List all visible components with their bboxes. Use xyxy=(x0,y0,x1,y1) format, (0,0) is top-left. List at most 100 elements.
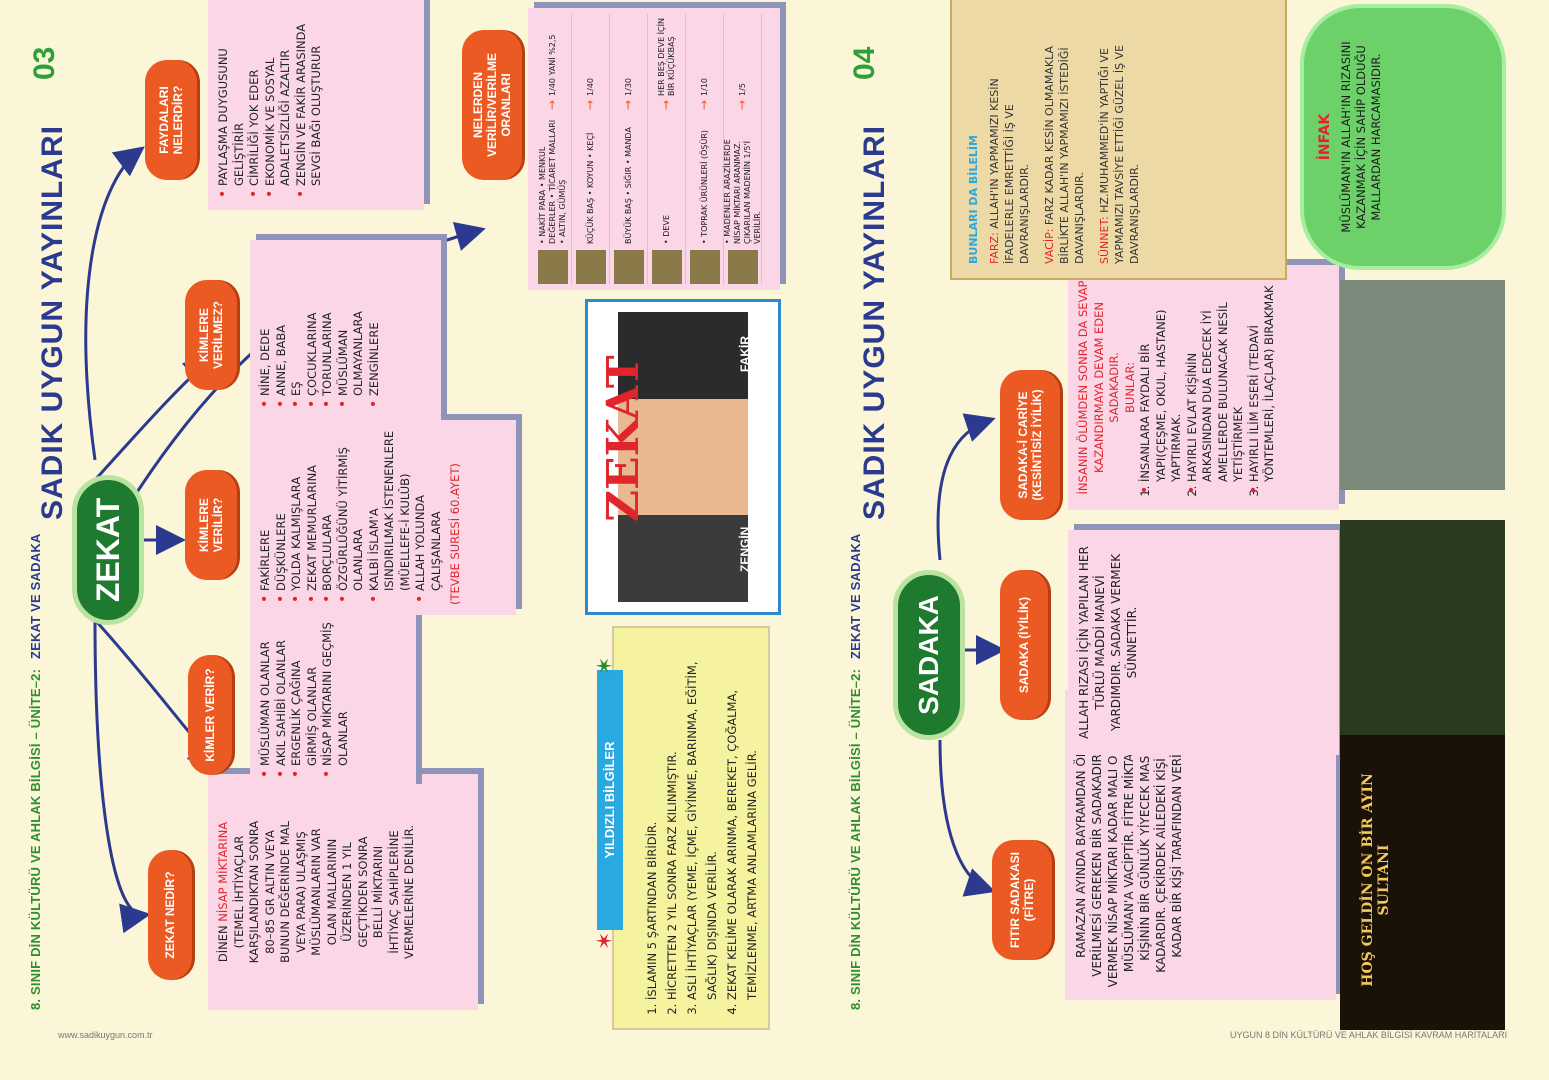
oran-row: • NAKİT PARA • MENKUL DEĞERLER • TİCARET… xyxy=(534,14,572,284)
poster-fakir: FAKİR xyxy=(738,336,752,372)
oran-photo xyxy=(537,250,568,284)
bilelim-term: VACİP: xyxy=(1043,225,1056,264)
fountain-photo xyxy=(1340,280,1505,490)
nedir-line: ÜZERİNDEN 1 YIL xyxy=(340,842,354,942)
list-item: BORÇLULARA xyxy=(320,430,336,591)
oran-items: KÜÇÜK BAŞ • KOYUN • KEÇİ xyxy=(585,132,595,244)
nedir-line: VEYA PARA) ULAŞMIŞ xyxy=(293,831,308,953)
list-item: AKIL SAHİBİ OLANLAR xyxy=(274,620,290,766)
list-item: NİSAP MİKTARINI GEÇMİŞ OLANLAR xyxy=(320,620,351,766)
nedir-line: MÜSLÜMANLARIN VAR xyxy=(309,828,323,956)
verilmez-pill: KİMLERE VERİLMEZ? xyxy=(185,280,237,390)
arrow-right-icon: → xyxy=(696,99,711,110)
oran-rate: 1/5 xyxy=(737,83,747,96)
fitre-pill: FITIR SADAKASI (FİTRE) xyxy=(992,840,1052,960)
oran-items: • NAKİT PARA • MENKUL DEĞERLER • TİCARET… xyxy=(537,119,567,244)
list-item: ERGENLİK ÇAĞINA GİRMİŞ OLANLAR xyxy=(289,620,320,767)
oran-row: • TOPRAK ÜRÜNLERİ (ÖŞÜR)→1/10 xyxy=(686,14,724,284)
oran-photo xyxy=(575,250,606,284)
list-item: TORUNLARINA xyxy=(320,250,336,396)
oran-items: • DEVE xyxy=(661,214,671,244)
mosque-photo: HOŞ GELDİN ON BİR AYIN SULTANI xyxy=(1340,730,1505,1030)
list-item: İSLAMIN 5 ŞARTINDAN BİRİDİR. xyxy=(642,644,662,1000)
oran-rate: 1/10 xyxy=(699,77,709,96)
oran-photo xyxy=(651,250,682,284)
footer-left: www.sadikuygun.com.tr xyxy=(58,1030,153,1040)
oran-rate: 1/40 YANİ %2,5 xyxy=(547,34,557,96)
verilmez-card: NİNE, DEDEANNE, BABAEŞÇOCUKLARINATORUNLA… xyxy=(250,240,441,420)
list-item: ZENGİNLERE xyxy=(367,250,383,396)
bilelim-item: SÜNNET: HZ.MUHAMMED'İN YAPTIĞI VE YAPMAM… xyxy=(1097,14,1142,264)
bilelim-term: SÜNNET: xyxy=(1098,212,1111,264)
verilir-ref: (TEVBE SURESİ 60.AYET) xyxy=(448,463,462,605)
cariye-intro: İNSANIN ÖLÜMDEN SONRA DA SEVAP KAZANDIRM… xyxy=(1076,280,1121,495)
verilir-list: FAKİRLEREDÜŞKÜNLEREYOLDA KALMIŞLARAZEKAT… xyxy=(258,430,444,605)
iyilik-card: ALLAH RIZASI İÇİN YAPILAN HER TÜRLÜ MADD… xyxy=(1068,530,1339,755)
poster-zengin: ZENGİN xyxy=(738,526,752,572)
arrow-right-icon: → xyxy=(620,99,635,110)
subtitle-text: 8. SINIF DİN KÜLTÜRÜ VE AHLAK BİLGİSİ – … xyxy=(848,668,863,1010)
footer-right: UYGUN 8 DİN KÜLTÜRÜ VE AHLAK BİLGİSİ KAV… xyxy=(1230,1030,1508,1040)
oran-rate: 1/30 xyxy=(623,77,633,96)
arrow-right-icon: → xyxy=(658,99,673,110)
list-item: KALBİ İSLAM'A ISINDIRILMAK İSTENENLERE (… xyxy=(367,430,414,591)
nedir-line: OLAN MALLARININ xyxy=(324,838,339,946)
list-item: ÖZGÜRLÜĞÜNÜ YİTİRMİŞ OLANLARA xyxy=(336,430,367,591)
faydalari-list: PAYLAŞMA DUYGUSUNU GELİŞTİRİRCİMRİLİĞİ Y… xyxy=(216,10,325,200)
bilelim-scroll: BUNLARI DA BİLELİM FARZ: ALLAH'IN YAPMAM… xyxy=(950,0,1287,280)
oranlar-rows: • NAKİT PARA • MENKUL DEĞERLER • TİCARET… xyxy=(534,14,762,284)
faydalari-pill: FAYDALARI NELERDİR? xyxy=(145,60,197,180)
iyilik-pill: SADAKA (İYİLİK) xyxy=(1000,570,1048,720)
oran-row: BÜYÜK BAŞ • SIĞIR • MANDA → 1/30 xyxy=(610,14,648,284)
kimler-verir-list: MÜSLÜMAN OLANLARAKIL SAHİBİ OLANLARERGEN… xyxy=(258,620,351,780)
nedir-line: VERMELERİNE DENİLİR. xyxy=(402,824,416,960)
list-item: PAYLAŞMA DUYGUSUNU GELİŞTİRİR xyxy=(216,10,247,186)
oran-row: • MADENLER ARAZİLERDE NİSAP MİKTARI ARAN… xyxy=(723,14,762,284)
arrow-right-icon: → xyxy=(734,99,749,110)
poster-word: ZEKAT xyxy=(598,355,649,522)
nedir-red: NİSAP MİKTARINA xyxy=(216,821,230,922)
list-item: İNSANLARA FAYDALI BİR YAPI(ÇEŞME, OKUL, … xyxy=(1138,275,1185,483)
bilelim-list: FARZ: ALLAH'IN YAPMAMIZI KESİN İFADELERL… xyxy=(987,14,1142,264)
arrow-right-icon: → xyxy=(544,99,559,110)
nedir-line: GEÇTİKDEN SONRA xyxy=(355,836,370,948)
cariye-list: İNSANLARA FAYDALI BİR YAPI(ÇEŞME, OKUL, … xyxy=(1138,275,1278,500)
bilelim-item: VACİP: FARZ KADAR KESİN OLMAMAKLA BİRLİK… xyxy=(1042,14,1087,264)
page-number-04: 04 xyxy=(848,46,881,80)
bilelim-term: FARZ: xyxy=(988,228,1001,264)
star-icon: ✶ xyxy=(592,656,617,675)
zekat-nedir-pill: ZEKAT NEDİR? xyxy=(148,850,192,980)
list-item: HAYIRLI İLİM ESERİ (TEDAVİ YÖNTEMLERİ, İ… xyxy=(1247,275,1278,482)
list-item: HİCRETTEN 2 YIL SONRA FARZ KILINMIŞTIR. xyxy=(662,644,682,1000)
bilelim-title: BUNLARI DA BİLELİM xyxy=(967,135,980,264)
list-item: ÇOCUKLARINA xyxy=(305,250,321,396)
zekat-center: ZEKAT xyxy=(72,475,144,625)
page-divider xyxy=(770,40,771,1040)
yildizli-card: İSLAMIN 5 ŞARTINDAN BİRİDİR.HİCRETTEN 2 … xyxy=(612,626,770,1030)
oran-photo xyxy=(727,250,758,284)
list-item: ZEKAT MEMURLARINA xyxy=(305,430,321,591)
cariye-pill: SADAKA-İ CARİYE (KESİNTİSİZ İYİLİK) xyxy=(1000,370,1060,520)
list-item: EŞ xyxy=(289,250,305,396)
yildizli-list: İSLAMIN 5 ŞARTINDAN BİRİDİR.HİCRETTEN 2 … xyxy=(642,644,762,1000)
verilir-pill: KİMLERE VERİLİR? xyxy=(185,470,237,580)
infak-text: MÜSLÜMAN'IN ALLAH'IN RIZASINI KAZANMAK İ… xyxy=(1339,41,1383,233)
bird-photo xyxy=(1340,520,1505,735)
oran-row: • DEVE → HER BEŞ DEVE İÇİN BİR KÜÇÜKBAŞ xyxy=(648,14,686,284)
oranlar-card: • NAKİT PARA • MENKUL DEĞERLER • TİCARET… xyxy=(528,8,780,290)
nedir-line: İHTİYAÇ SAHİPLERİNE xyxy=(386,830,401,954)
yildizli-title: YILDIZLI BİLGİLER xyxy=(597,670,623,930)
arrow-right-icon: → xyxy=(582,99,597,110)
oran-items: BÜYÜK BAŞ • SIĞIR • MANDA xyxy=(623,127,633,244)
oran-rate: HER BEŞ DEVE İÇİN BİR KÜÇÜKBAŞ xyxy=(656,18,676,96)
list-item: CİMRİLİĞİ YOK EDER xyxy=(247,10,263,186)
nedir-prefix: DİNEN xyxy=(216,925,230,963)
kimler-verir-pill: KİMLER VERİR? xyxy=(188,655,232,775)
nedir-line: KARŞILANDIKTAN SONRA xyxy=(247,820,261,964)
zekat-poster: ZEKAT ZENGİN FAKİR xyxy=(585,299,781,615)
list-item: MÜSLÜMAN OLMAYANLARA xyxy=(336,250,367,396)
list-item: ASLİ İHTİYAÇLAR (YEME, İÇME, GİYİNME, BA… xyxy=(682,644,722,1000)
